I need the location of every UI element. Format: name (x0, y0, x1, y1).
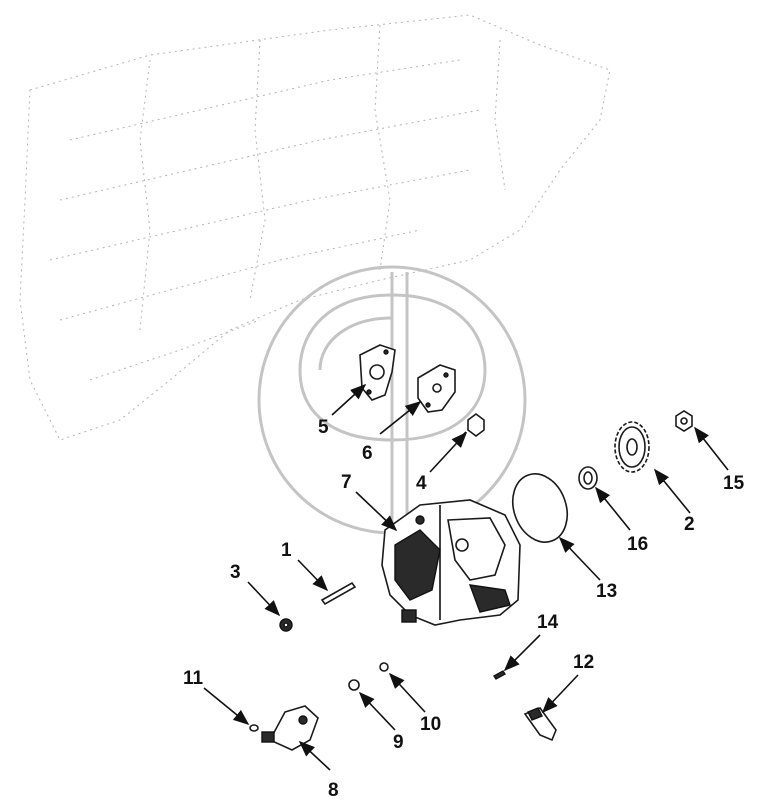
leader-11 (203, 687, 250, 726)
leader-16 (594, 486, 631, 531)
drive-gear-part-2[interactable] (614, 421, 650, 473)
callout-1: 1 (281, 540, 292, 561)
callout-2: 2 (684, 514, 695, 535)
callout-14: 14 (537, 612, 559, 633)
leader-lines (203, 383, 729, 771)
leader-1 (297, 559, 329, 592)
leader-4 (429, 431, 468, 473)
callout-13: 13 (596, 581, 617, 602)
callout-16: 16 (627, 534, 648, 555)
leader-9 (358, 691, 396, 731)
leader-2 (653, 468, 691, 514)
cover-plate-part-6[interactable] (417, 364, 456, 413)
o-ring-part-13[interactable] (504, 466, 577, 550)
fitting-part-12[interactable] (523, 707, 557, 742)
leader-15 (694, 426, 729, 471)
leader-6 (379, 401, 422, 435)
leader-3 (247, 581, 281, 617)
leader-5 (331, 383, 367, 416)
small-seal-part-11[interactable] (249, 724, 259, 732)
nut-part-3[interactable] (279, 618, 293, 632)
fuel-injection-pump-part-7[interactable] (381, 499, 521, 626)
callout-4: 4 (416, 473, 427, 494)
seal-ring-part-9[interactable] (348, 679, 360, 691)
pin-part-14[interactable] (492, 670, 507, 680)
callout-11: 11 (183, 668, 204, 689)
callout-5: 5 (318, 417, 329, 438)
gear-nut-part-15[interactable] (675, 410, 693, 432)
sensor-part-8[interactable] (261, 705, 319, 751)
pin-part-1[interactable] (320, 581, 357, 606)
leader-13 (558, 536, 601, 581)
washer-part-16[interactable] (578, 466, 598, 490)
leader-12 (541, 674, 579, 714)
callout-10: 10 (420, 714, 441, 735)
leader-8 (298, 740, 331, 771)
callout-8: 8 (328, 780, 339, 801)
leader-14 (503, 634, 541, 672)
gasket-part-5[interactable] (359, 344, 396, 401)
leader-10 (388, 672, 426, 713)
callout-6: 6 (362, 443, 373, 464)
cp-logo-watermark (257, 265, 527, 535)
callout-7: 7 (341, 472, 352, 493)
callout-9: 9 (393, 732, 404, 753)
callout-3: 3 (230, 562, 241, 583)
callout-12: 12 (573, 652, 594, 673)
seal-ring-part-10[interactable] (379, 662, 389, 672)
callout-labels: 1 2 3 4 5 6 7 8 9 10 11 12 13 14 15 16 (183, 417, 745, 801)
callout-15: 15 (723, 473, 745, 494)
leader-7 (355, 491, 398, 532)
